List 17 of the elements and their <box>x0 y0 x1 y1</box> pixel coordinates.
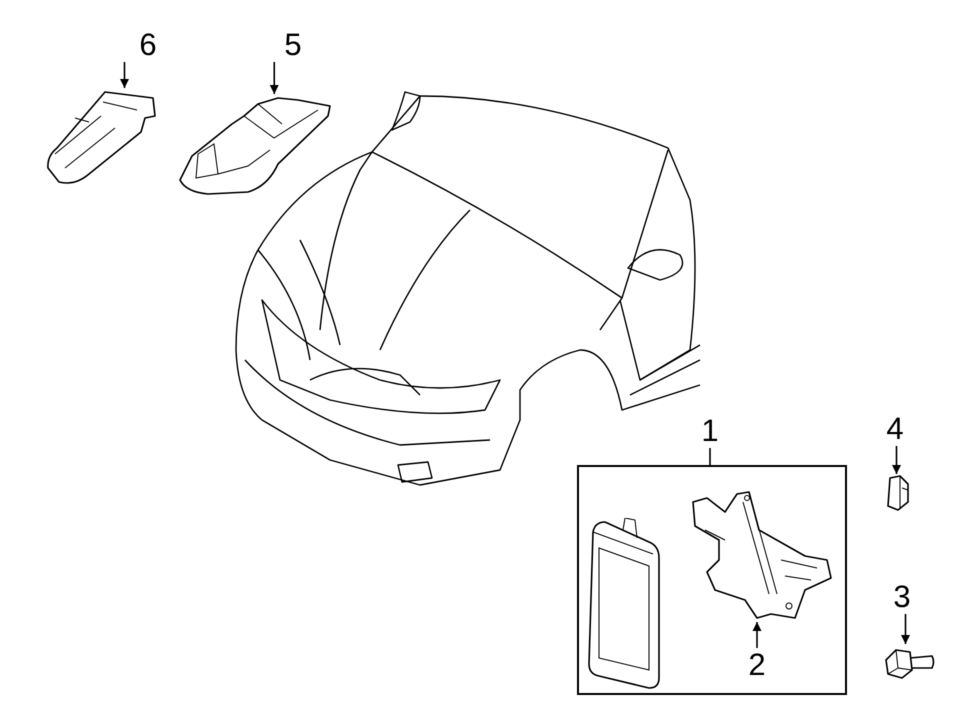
leader-line <box>901 614 910 644</box>
leader-line <box>892 446 901 474</box>
leader-line <box>270 62 279 94</box>
module-drawing <box>585 518 663 690</box>
cover-drawing <box>178 94 333 196</box>
callout-number: 2 <box>743 648 771 682</box>
leader-line <box>752 622 762 648</box>
callout-number: 1 <box>696 414 724 448</box>
callout-number: 4 <box>881 412 909 446</box>
cover-drawing <box>45 88 157 186</box>
callout-number: 3 <box>888 580 916 614</box>
leader-line <box>120 62 129 88</box>
parts-group-frame <box>577 465 847 695</box>
callout-number: 5 <box>279 28 307 62</box>
callout-number: 6 <box>134 28 162 62</box>
clip-drawing <box>884 474 912 512</box>
leader-line <box>709 448 711 465</box>
